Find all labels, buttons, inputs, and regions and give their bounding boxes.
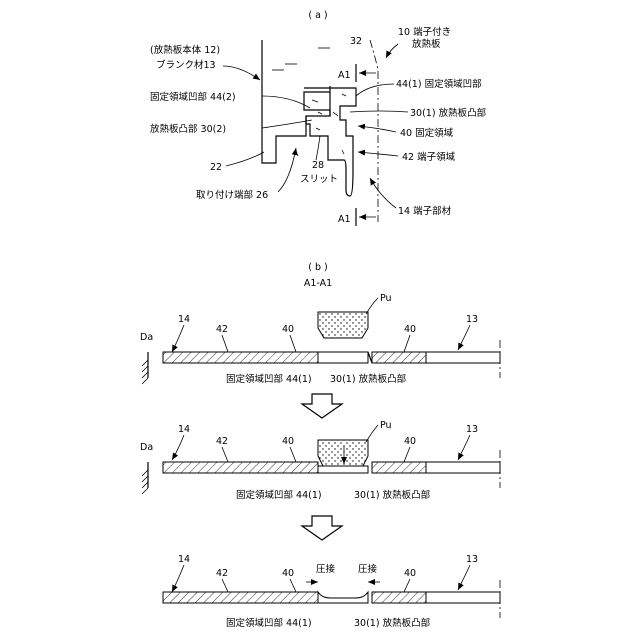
pressure-weld-left: 圧接 bbox=[316, 563, 336, 575]
caption-a: ( a ) bbox=[308, 10, 327, 21]
label-recess-44-1: 44(1) 固定領域凹部 bbox=[396, 78, 482, 90]
plate-hatch-left-3 bbox=[163, 592, 318, 603]
ref-Pu-1: Pu bbox=[380, 293, 392, 304]
label-30-2: 30(1) 放熱板凸部 bbox=[354, 489, 430, 501]
label-terminal-member-14: 14 端子部材 bbox=[398, 205, 452, 217]
region-marks bbox=[272, 48, 346, 156]
label-terminal-region-42: 42 端子領域 bbox=[402, 151, 456, 163]
label-30-1: 30(1) 放熱板凸部 bbox=[330, 373, 406, 385]
panel-a: ( a ) 32 A1 bbox=[150, 10, 486, 226]
label-slit: スリット bbox=[300, 174, 338, 185]
section-title: A1-A1 bbox=[304, 278, 332, 289]
plate-plain-end-1 bbox=[426, 352, 500, 363]
punch-2 bbox=[318, 440, 368, 468]
plate-plain-end-2 bbox=[426, 462, 500, 473]
ref-14-2: 14 bbox=[178, 424, 190, 435]
ref-Da-2: Da bbox=[140, 442, 153, 453]
label-30-3: 30(1) 放熱板凸部 bbox=[354, 617, 430, 629]
label-boss-30-1: 30(1) 放熱板凸部 bbox=[410, 107, 486, 119]
center-line-32 bbox=[370, 40, 378, 222]
ref-42-3: 42 bbox=[216, 568, 228, 579]
ref-40-1a: 40 bbox=[282, 324, 294, 335]
label-44-3: 固定領域凹部 44(1) bbox=[226, 617, 312, 629]
ref-40-3b: 40 bbox=[404, 568, 416, 579]
ref-Pu-2: Pu bbox=[380, 420, 392, 431]
ref-40-3a: 40 bbox=[282, 568, 294, 579]
svg-text:A1: A1 bbox=[338, 70, 351, 81]
label-terminal-plate-2: 放熱板 bbox=[412, 38, 441, 50]
ref-40-1b: 40 bbox=[404, 324, 416, 335]
ref-14-1: 14 bbox=[178, 314, 190, 325]
process-arrow-2 bbox=[302, 516, 342, 540]
plate-hatch-right-3 bbox=[372, 592, 426, 603]
pressure-weld-right: 圧接 bbox=[358, 563, 378, 575]
step-2: Pu 14 42 40 40 13 Da bbox=[140, 420, 500, 501]
label-44-1: 固定領域凹部 44(1) bbox=[226, 373, 312, 385]
plate-hatch-left-2 bbox=[163, 462, 318, 473]
label-44-2: 固定領域凹部 44(1) bbox=[236, 489, 322, 501]
ref-Da-1: Da bbox=[140, 332, 153, 343]
label-body: (放熱板本体 12) bbox=[150, 44, 220, 56]
ref-13-1: 13 bbox=[466, 314, 478, 325]
step-3: 14 42 40 40 13 圧接 圧接 固定領域凹部 44(1) 30(1) … bbox=[163, 554, 500, 629]
label-blank: ブランク材13 bbox=[156, 59, 216, 71]
label-fixed-region-40: 40 固定領域 bbox=[400, 127, 454, 139]
step-1: Pu 14 42 40 40 13 Da bbox=[140, 293, 500, 385]
label-boss-30-2: 放熱板凸部 30(2) bbox=[150, 123, 226, 135]
ref-13-3: 13 bbox=[466, 554, 478, 565]
section-mark-bottom: A1 bbox=[338, 208, 376, 226]
plate-plain-mid-2 bbox=[318, 466, 368, 473]
plate-plain-mid-3 bbox=[318, 592, 368, 603]
punch-1 bbox=[318, 312, 368, 338]
label-terminal-plate-1: 10 端子付き bbox=[398, 26, 451, 38]
ref-14-3: 14 bbox=[178, 554, 190, 565]
ref-40-2a: 40 bbox=[282, 436, 294, 447]
ref-22: 22 bbox=[210, 162, 222, 173]
plate-hatch-left-1 bbox=[163, 352, 318, 363]
panel-b: ( b ) A1-A1 Pu 14 42 40 40 13 Da bbox=[140, 262, 500, 629]
plate-hatch-right-1 bbox=[372, 352, 426, 363]
ref-13-2: 13 bbox=[466, 424, 478, 435]
plate-hatch-right-2 bbox=[372, 462, 426, 473]
ref-40-2b: 40 bbox=[404, 436, 416, 447]
ref-42-2: 42 bbox=[216, 436, 228, 447]
caption-b: ( b ) bbox=[308, 262, 327, 273]
die-hatch-1 bbox=[142, 360, 148, 384]
ref-42-1: 42 bbox=[216, 324, 228, 335]
die-hatch-2 bbox=[142, 470, 148, 494]
plate-plain-mid-1 bbox=[318, 352, 368, 363]
label-mount-end: 取り付け端部 26 bbox=[196, 189, 268, 201]
label-slit-num: 28 bbox=[312, 160, 324, 171]
section-mark-top: A1 bbox=[338, 64, 376, 82]
label-recess-44-2: 固定領域凹部 44(2) bbox=[150, 91, 236, 103]
plate-plain-end-3 bbox=[426, 592, 500, 603]
svg-text:A1: A1 bbox=[338, 214, 351, 225]
process-arrow-1 bbox=[302, 394, 342, 418]
ref-32: 32 bbox=[350, 36, 362, 47]
